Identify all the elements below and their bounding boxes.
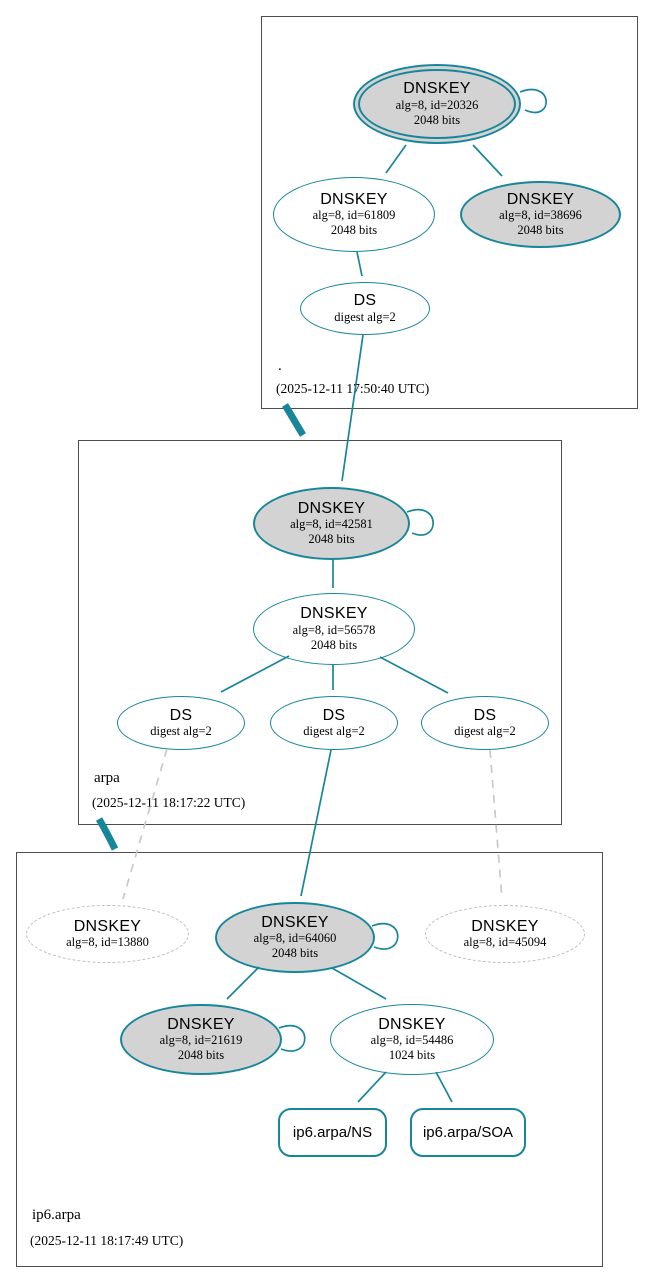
node-title: DS xyxy=(169,706,193,724)
node-detail: alg=8, id=13880 xyxy=(66,935,149,950)
node-title: DNSKEY xyxy=(378,1015,446,1033)
node-detail: digest alg=2 xyxy=(334,309,396,324)
zone-name-ip6arpa: ip6.arpa xyxy=(32,1207,81,1223)
node-detail: alg=8, id=56578 xyxy=(292,622,376,637)
node-title: DNSKEY xyxy=(471,917,539,935)
node-title: DNSKEY xyxy=(297,499,366,517)
dnskey-node-38696[interactable]: DNSKEY alg=8, id=38696 2048 bits xyxy=(460,181,621,248)
zone-name-root: . xyxy=(278,358,282,374)
node-detail: digest alg=2 xyxy=(150,724,212,739)
node-detail: alg=8, id=38696 xyxy=(499,208,582,223)
zone-name-arpa: arpa xyxy=(94,770,120,786)
ds-node-arpa-2[interactable]: DS digest alg=2 xyxy=(270,696,398,750)
node-detail: digest alg=2 xyxy=(303,724,365,739)
zone-timestamp-ip6arpa: (2025-12-11 18:17:49 UTC) xyxy=(30,1233,184,1248)
zone-timestamp-arpa: (2025-12-11 18:17:22 UTC) xyxy=(92,795,246,810)
node-title: DS xyxy=(353,292,377,310)
node-title: DNSKEY xyxy=(403,80,471,98)
dnskey-node-42581-ksk[interactable]: DNSKEY alg=8, id=42581 2048 bits xyxy=(253,487,410,560)
node-detail: alg=8, id=20326 xyxy=(395,97,479,112)
node-detail: alg=8, id=64060 xyxy=(253,931,337,946)
node-bits: 1024 bits xyxy=(388,1048,436,1063)
dnskey-node-56578[interactable]: DNSKEY alg=8, id=56578 2048 bits xyxy=(253,593,415,665)
rrset-node-ns[interactable]: ip6.arpa/NS xyxy=(278,1108,387,1157)
node-title: DS xyxy=(473,706,497,724)
node-bits: 2048 bits xyxy=(413,112,461,127)
node-title: DNSKEY xyxy=(167,1015,235,1033)
node-title: DS xyxy=(322,706,346,724)
node-detail: digest alg=2 xyxy=(454,724,516,739)
node-bits: 2048 bits xyxy=(310,637,358,652)
dnskey-node-20326-ksk[interactable]: DNSKEY alg=8, id=20326 2048 bits xyxy=(353,64,521,144)
node-title: DNSKEY xyxy=(320,190,388,208)
node-detail: alg=8, id=42581 xyxy=(290,517,373,532)
dnskey-node-13880-missing[interactable]: DNSKEY alg=8, id=13880 xyxy=(26,905,189,963)
dnskey-node-45094-missing[interactable]: DNSKEY alg=8, id=45094 xyxy=(425,905,585,963)
rrset-node-soa[interactable]: ip6.arpa/SOA xyxy=(410,1108,526,1157)
dnskey-node-61809[interactable]: DNSKEY alg=8, id=61809 2048 bits xyxy=(273,177,435,252)
zone-timestamp-root: (2025-12-11 17:50:40 UTC) xyxy=(276,381,430,396)
node-title: DNSKEY xyxy=(506,190,575,208)
ds-node-root[interactable]: DS digest alg=2 xyxy=(300,282,430,335)
node-detail: alg=8, id=21619 xyxy=(159,1033,243,1048)
node-title: DNSKEY xyxy=(261,913,329,931)
node-bits: 2048 bits xyxy=(177,1048,225,1063)
node-detail: alg=8, id=45094 xyxy=(463,935,547,950)
node-bits: 2048 bits xyxy=(330,223,378,238)
dnskey-node-20326-inner-ellipse: DNSKEY alg=8, id=20326 2048 bits xyxy=(358,69,516,139)
ds-node-arpa-1[interactable]: DS digest alg=2 xyxy=(117,696,245,750)
node-detail: alg=8, id=61809 xyxy=(312,208,396,223)
node-title: DNSKEY xyxy=(73,917,142,935)
rrset-label: ip6.arpa/NS xyxy=(292,1124,373,1141)
node-bits: 2048 bits xyxy=(308,532,355,547)
dnskey-node-21619[interactable]: DNSKEY alg=8, id=21619 2048 bits xyxy=(120,1004,282,1075)
node-bits: 2048 bits xyxy=(271,946,319,961)
node-title: DNSKEY xyxy=(300,605,368,623)
dnskey-node-54486[interactable]: DNSKEY alg=8, id=54486 1024 bits xyxy=(330,1004,494,1075)
zone-box-root xyxy=(261,16,638,409)
ds-node-arpa-3[interactable]: DS digest alg=2 xyxy=(421,696,549,750)
rrset-label: ip6.arpa/SOA xyxy=(422,1124,514,1141)
dnskey-node-64060-ksk[interactable]: DNSKEY alg=8, id=64060 2048 bits xyxy=(215,902,375,973)
zone-link-root-arpa xyxy=(282,403,306,437)
node-bits: 2048 bits xyxy=(517,223,564,238)
node-detail: alg=8, id=54486 xyxy=(370,1033,454,1048)
